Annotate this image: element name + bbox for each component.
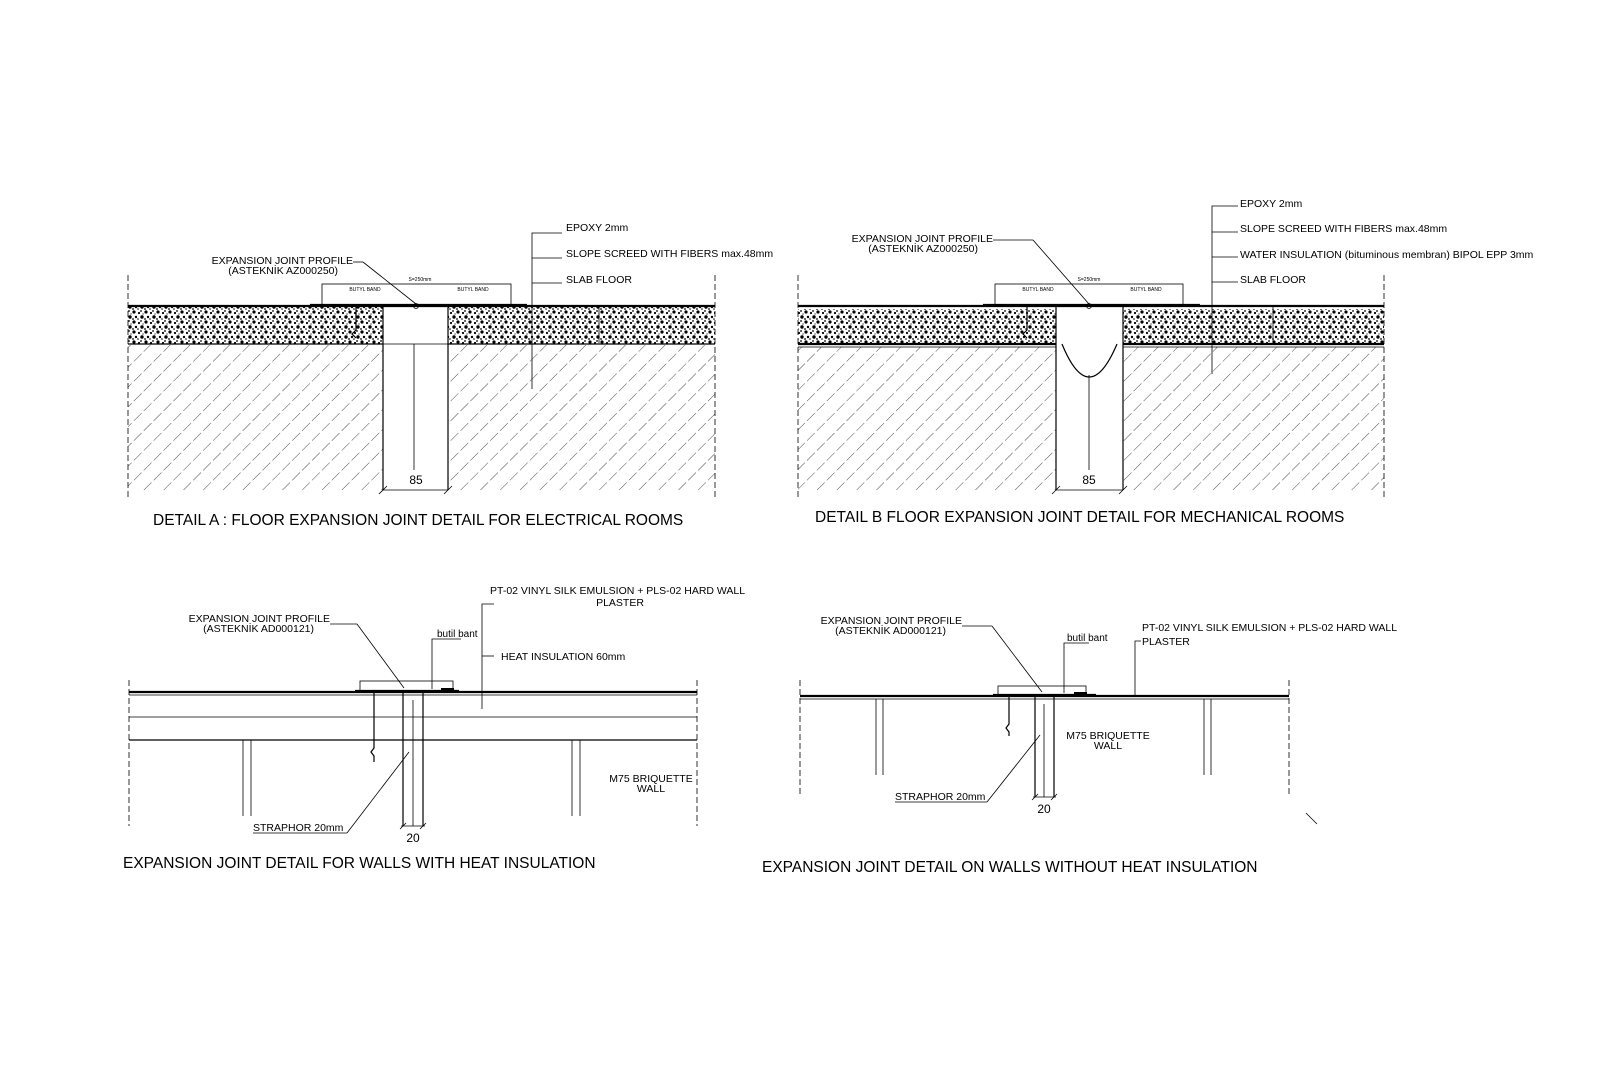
detail-d-finish: PT-02 VINYL SILK EMULSION + PLS-02 HARD … [1142, 622, 1397, 634]
detail-d-dimension [1031, 793, 1058, 801]
detail-b-edges [797, 275, 1385, 500]
detail-c-joint [402, 692, 424, 826]
detail-a-band-right: BUTYL BAND [457, 287, 489, 293]
detail-a-layer-slab: SLAB FLOOR [566, 274, 632, 286]
detail-a-screed [128, 304, 715, 345]
detail-d-title: EXPANSION JOINT DETAIL ON WALLS WITHOUT … [762, 859, 1258, 876]
detail-d-profile-label: EXPANSION JOINT PROFILE [821, 615, 962, 627]
detail-b-profile-code: (ASTEKNİK AZ000250) [868, 242, 978, 255]
detail-d-straphor: STRAPHOR 20mm [895, 791, 986, 803]
detail-b-band-left: BUTYL BAND [1022, 287, 1054, 293]
detail-a-profile-width: S=250mm [409, 277, 432, 283]
detail-a-layer-epoxy: EPOXY 2mm [566, 222, 628, 234]
detail-d-profile-code: (ASTEKNİK AD000121) [835, 624, 946, 637]
detail-b-layer-slab: SLAB FLOOR [1240, 274, 1306, 286]
detail-a-title: DETAIL A : FLOOR EXPANSION JOINT DETAIL … [153, 512, 683, 529]
detail-a-dimension [378, 485, 453, 495]
detail-b-dimension [1051, 485, 1128, 495]
detail-b-layer-screed: SLOPE SCREED WITH FIBERS max.48mm [1240, 223, 1447, 235]
detail-b-band-right: BUTYL BAND [1130, 287, 1162, 293]
detail-b-layer-epoxy: EPOXY 2mm [1240, 198, 1302, 210]
detail-a-profile [310, 283, 600, 343]
detail-c-profile-code: (ASTEKNİK AD000121) [203, 622, 314, 635]
detail-a-band-left: BUTYL BAND [349, 287, 381, 293]
detail-c-finish: PT-02 VINYL SILK EMULSION + PLS-02 HARD … [490, 585, 745, 597]
detail-c-wall-label: M75 BRIQUETTE [609, 773, 692, 785]
detail-b: S=250mm BUTYL BAND BUTYL BAND EXPANSION … [797, 198, 1534, 526]
detail-c-dimension [399, 822, 427, 830]
detail-a-dimension-value: 85 [409, 473, 423, 487]
detail-b-profile-label: EXPANSION JOINT PROFILE [852, 233, 993, 245]
detail-c-insulation: HEAT INSULATION 60mm [501, 651, 626, 663]
detail-a-profile-code: (ASTEKNİK AZ000250) [228, 264, 338, 277]
detail-a-edges [127, 275, 716, 500]
detail-c: EXPANSION JOINT PROFILE (ASTEKNİK AD0001… [123, 585, 745, 872]
detail-d-dimension-value: 20 [1037, 802, 1051, 816]
detail-d-leaders [895, 625, 1141, 803]
detail-d-profile [993, 685, 1096, 736]
detail-a: S=250mm BUTYL BAND BUTYL BAND EXPANSION … [127, 222, 773, 529]
detail-b-layer-water: WATER INSULATION (bituminous membran) BI… [1240, 249, 1534, 261]
detail-c-profile-label: EXPANSION JOINT PROFILE [189, 613, 330, 625]
detail-c-title: EXPANSION JOINT DETAIL FOR WALLS WITH HE… [123, 855, 596, 872]
detail-d-wall-label: M75 BRIQUETTE [1066, 730, 1149, 742]
detail-d: EXPANSION JOINT PROFILE (ASTEKNİK AD0001… [762, 615, 1397, 876]
detail-b-slab [798, 347, 1384, 490]
detail-d-finish-2: PLASTER [1142, 636, 1190, 648]
detail-a-leaders [353, 232, 562, 389]
detail-b-profile-width: S=250mm [1078, 277, 1101, 283]
detail-c-dimension-value: 20 [406, 831, 420, 845]
detail-b-screed [798, 304, 1384, 348]
detail-a-layer-screed: SLOPE SCREED WITH FIBERS max.48mm [566, 248, 773, 260]
detail-c-band: butil bant [437, 629, 478, 640]
detail-a-slab [128, 345, 715, 490]
detail-d-joint [1034, 696, 1055, 797]
detail-b-profile [983, 283, 1274, 343]
detail-c-wall-label-2: WALL [637, 783, 665, 795]
detail-d-band: butil bant [1067, 633, 1108, 644]
detail-a-joint [382, 306, 449, 490]
detail-b-title: DETAIL B FLOOR EXPANSION JOINT DETAIL FO… [815, 509, 1344, 526]
detail-c-leaders [253, 603, 494, 834]
detail-d-wall [799, 680, 1318, 825]
detail-d-wall-label-2: WALL [1094, 740, 1122, 752]
detail-b-leaders [993, 205, 1238, 374]
detail-c-finish-2: PLASTER [596, 597, 644, 609]
detail-c-straphor: STRAPHOR 20mm [253, 822, 344, 834]
detail-c-profile [355, 680, 459, 762]
detail-a-profile-label: EXPANSION JOINT PROFILE [212, 255, 353, 267]
detail-b-dimension-value: 85 [1082, 473, 1096, 487]
detail-b-joint [1055, 306, 1124, 490]
